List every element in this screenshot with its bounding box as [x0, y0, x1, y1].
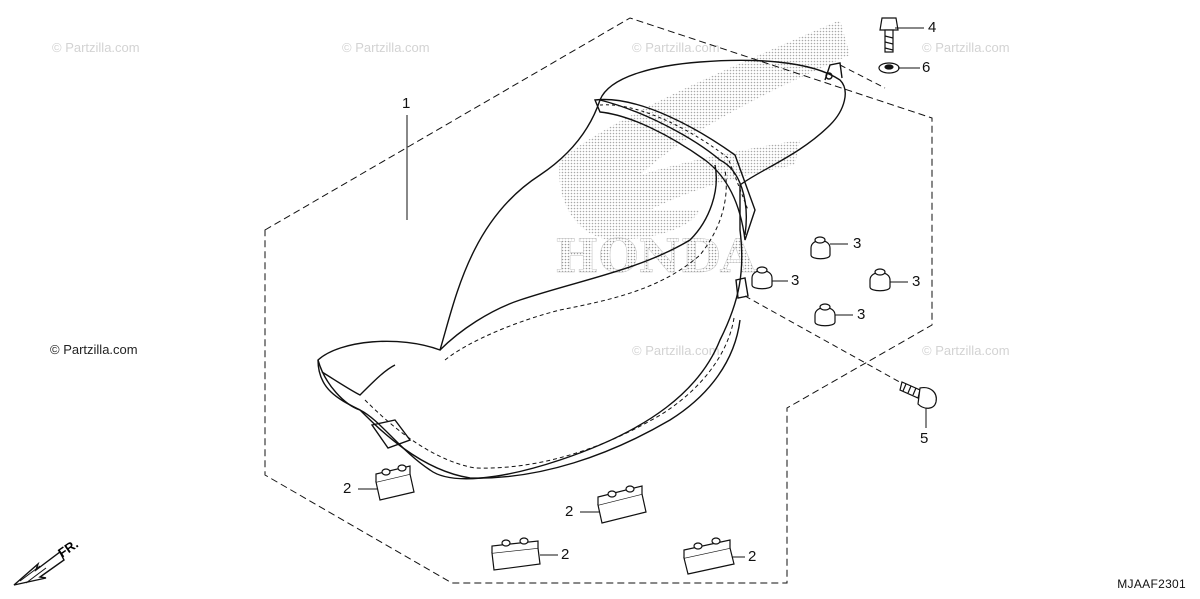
- callout-cushion: 3: [853, 235, 862, 252]
- callout-rubber-block: 2: [561, 546, 570, 563]
- watermark: © Partzilla.com: [52, 40, 140, 55]
- watermark-label: © Partzilla.com: [50, 342, 138, 357]
- callout-bolt-side: 5: [920, 430, 929, 447]
- watermark: © Partzilla.com: [922, 40, 1010, 55]
- front-direction-arrow: [13, 550, 65, 586]
- cushion: [869, 268, 891, 292]
- watermark: © Partzilla.com: [342, 40, 430, 55]
- leader-line: [839, 64, 886, 89]
- diagram-code: MJAAF2301: [1117, 577, 1186, 591]
- rubber-block: [683, 537, 735, 575]
- callout-cushion: 3: [912, 273, 921, 290]
- callout-seat: 1: [402, 95, 411, 112]
- seat: [317, 59, 846, 480]
- callout-rubber-block: 2: [748, 548, 757, 565]
- leader-line: [744, 295, 906, 386]
- cushion: [751, 266, 773, 290]
- callout-rubber-block: 2: [565, 503, 574, 520]
- callout-cushion: 3: [791, 272, 800, 289]
- cushion: [810, 236, 831, 260]
- bolt-top: [879, 17, 899, 53]
- rubber-block: [597, 485, 647, 524]
- rubber-block: [491, 537, 541, 571]
- watermark: © Partzilla.com: [632, 40, 720, 55]
- honda-wing-logo: [559, 20, 850, 240]
- rubber-block: [375, 464, 415, 501]
- honda-logo-text: HONDA: [555, 229, 757, 283]
- bolt-side: [899, 381, 937, 409]
- washer: [878, 62, 900, 74]
- callout-cushion: 3: [857, 306, 866, 323]
- callout-bolt-top: 4: [928, 19, 937, 36]
- cushion: [814, 303, 836, 327]
- watermark: © Partzilla.com: [632, 343, 720, 358]
- watermark: © Partzilla.com: [922, 343, 1010, 358]
- assembly-boundary: [264, 17, 933, 584]
- callout-rubber-block: 2: [343, 480, 352, 497]
- callout-washer: 6: [922, 59, 931, 76]
